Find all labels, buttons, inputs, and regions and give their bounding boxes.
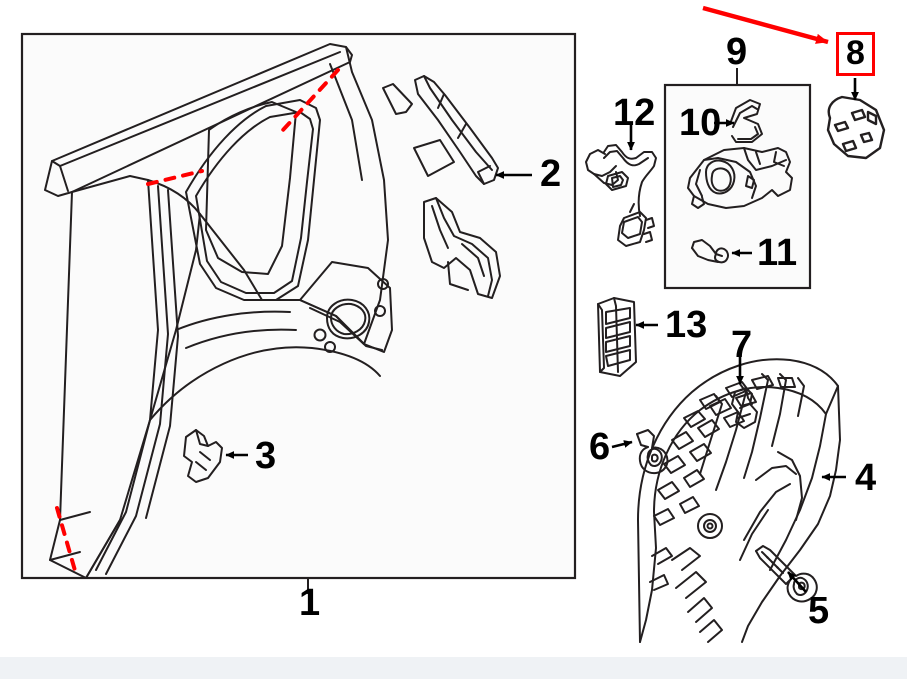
callout-label-4: 4 bbox=[855, 457, 877, 499]
part-11-actuator-rod bbox=[691, 239, 729, 264]
inner-pillar-reinforcement bbox=[423, 197, 501, 299]
page-footer-band bbox=[0, 657, 907, 679]
callout-label-10: 10 bbox=[679, 102, 722, 144]
fuel-door-lock-actuator bbox=[687, 147, 793, 209]
part-5-screw bbox=[755, 545, 818, 603]
annotation-arrow bbox=[702, 5, 829, 45]
callout-label-11: 11 bbox=[757, 232, 798, 274]
callout-label-13: 13 bbox=[665, 304, 708, 346]
cut-mark-lower bbox=[55, 506, 78, 576]
part-4-wheelhouse-liner bbox=[637, 358, 841, 643]
quarter-panel-outer bbox=[44, 43, 393, 579]
part-10-retainer-clip bbox=[729, 99, 763, 143]
callout-label-7: 7 bbox=[731, 324, 753, 366]
callout-label-3: 3 bbox=[255, 435, 277, 477]
part-8-reinforcement-plate bbox=[826, 95, 886, 160]
part-13-vent-grille bbox=[597, 297, 637, 377]
callout-label-6: 6 bbox=[589, 426, 611, 468]
red-pointer-arrow bbox=[702, 5, 829, 45]
callout-label-5: 5 bbox=[808, 590, 830, 632]
leader-line-6 bbox=[611, 440, 633, 449]
callout-label-8: 8 bbox=[836, 32, 875, 76]
part-3-bracket bbox=[183, 429, 223, 483]
cut-mark-upper bbox=[281, 68, 340, 132]
cut-mark-middle bbox=[146, 169, 204, 186]
part-6-push-pin-retainer bbox=[636, 429, 669, 475]
callout-label-1: 1 bbox=[299, 582, 321, 624]
callout-label-2: 2 bbox=[540, 153, 562, 195]
callout-label-12: 12 bbox=[613, 92, 656, 134]
part-12-wiring-harness bbox=[585, 144, 657, 247]
cut-marks bbox=[55, 68, 340, 576]
callout-label-9: 9 bbox=[726, 31, 748, 73]
leader-line-5 bbox=[787, 571, 807, 593]
group-box-1 bbox=[20, 32, 577, 594]
leader-lines bbox=[225, 78, 859, 593]
